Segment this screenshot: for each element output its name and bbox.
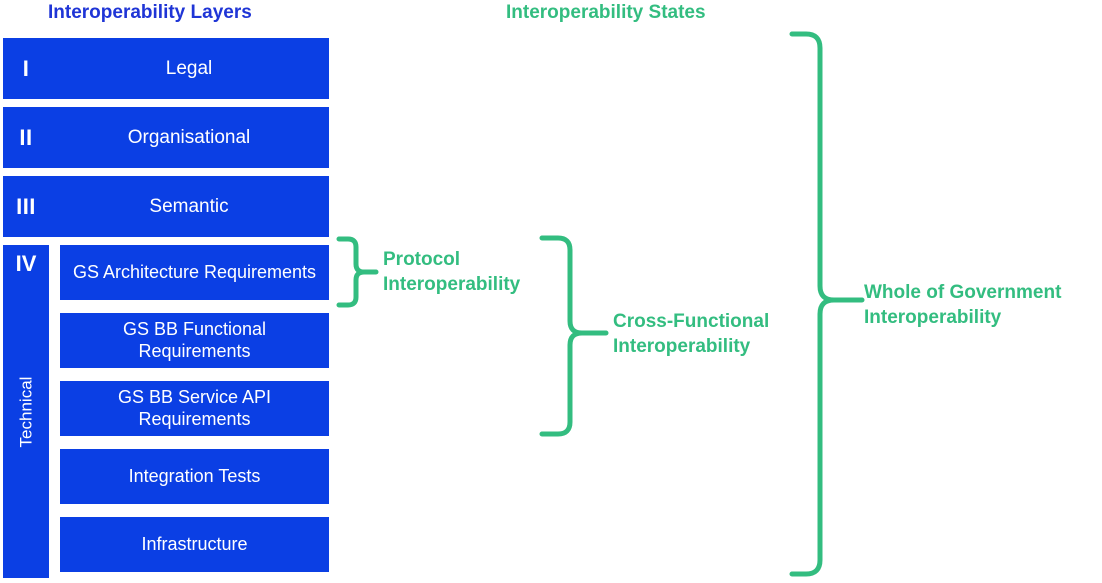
state-label-cross-functional-interoperability: Cross-Functional Interoperability: [613, 311, 770, 357]
subblock-gs-bb-service-api-requirements[interactable]: GS BB Service API Requirements: [60, 381, 329, 436]
protocol-brace-path: [336, 236, 367, 308]
layer-row-legal[interactable]: I Legal: [3, 38, 329, 99]
layer-column-technical[interactable]: IV Technical: [3, 245, 49, 578]
layer-label-organisational: Organisational: [127, 126, 251, 148]
layer-numeral-iv: IV: [15, 251, 37, 276]
subblock-integration-tests[interactable]: Integration Tests: [60, 449, 329, 504]
subblock-gs-architecture-requirements[interactable]: GS Architecture Requirements: [60, 245, 329, 300]
cross-functional-brace-path: [539, 235, 585, 437]
layer-numeral-ii: II: [19, 124, 33, 150]
layer-label-legal: Legal: [165, 57, 213, 79]
layer-numeral-iii: III: [16, 193, 36, 219]
cross-functional-brace: [539, 235, 609, 437]
layer-label-semantic: Semantic: [149, 195, 229, 217]
heading-interoperability-states: Interoperability States: [506, 2, 706, 23]
state-label-protocol-interoperability: Protocol Interoperability: [383, 249, 521, 295]
layer-label-technical: Technical: [3, 245, 49, 578]
subblock-infrastructure[interactable]: Infrastructure: [60, 517, 329, 572]
layer-numeral-i: I: [22, 55, 30, 81]
protocol-brace: [336, 236, 379, 308]
layer-row-semantic[interactable]: III Semantic: [3, 176, 329, 237]
layer-label-technical-text: Technical: [16, 376, 35, 447]
whole-of-government-brace: [789, 31, 865, 577]
whole-of-government-brace-path: [789, 31, 837, 577]
state-label-whole-of-government-interoperability: Whole of Government Interoperability: [864, 282, 1062, 328]
subblock-gs-bb-functional-requirements[interactable]: GS BB Functional Requirements: [60, 313, 329, 368]
heading-interoperability-layers: Interoperability Layers: [48, 2, 252, 23]
layer-row-organisational[interactable]: II Organisational: [3, 107, 329, 168]
